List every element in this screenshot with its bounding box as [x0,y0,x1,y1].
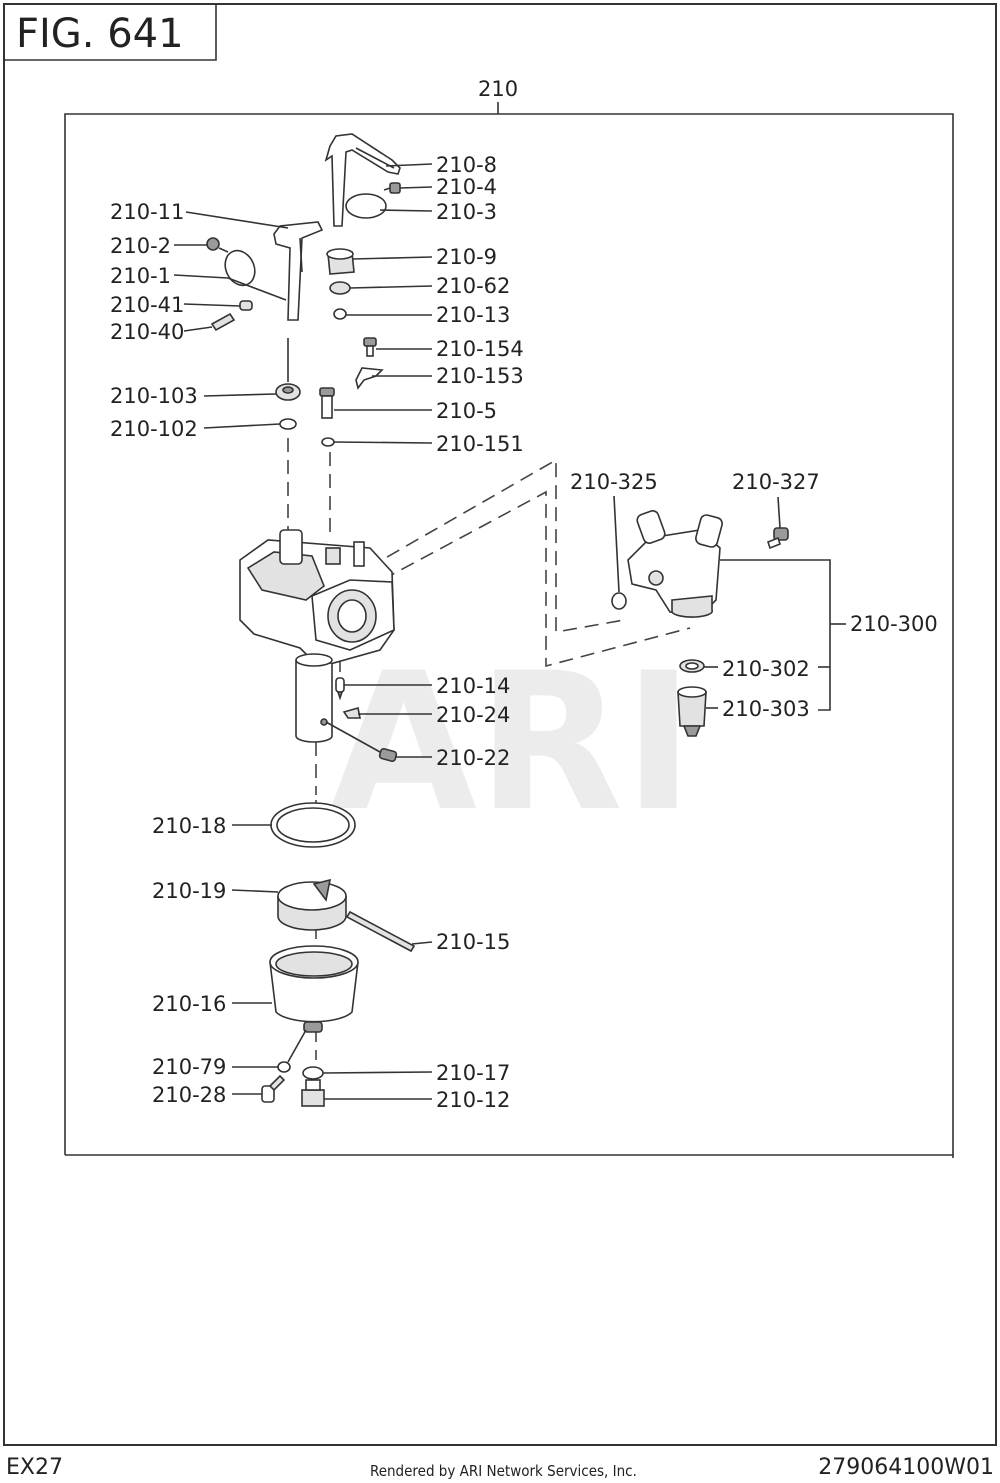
oring-210-102-part [279,418,297,430]
label-210-4[interactable]: 210-4 [436,175,497,199]
label-210-5[interactable]: 210-5 [436,399,497,423]
label-210-12[interactable]: 210-12 [436,1088,510,1112]
jet-210-5-part [319,387,335,419]
solenoid-body-part [627,510,723,618]
part-labels: 210-8 210-4 210-3 210-11 210-2 210-1 210… [110,153,938,1112]
label-210-15[interactable]: 210-15 [436,930,510,954]
figure-title: FIG. 641 [16,11,184,57]
seat-210-103-part [275,383,301,401]
label-210-153[interactable]: 210-153 [436,364,524,388]
label-210-16[interactable]: 210-16 [152,992,226,1016]
label-210-154[interactable]: 210-154 [436,337,524,361]
label-210-40[interactable]: 210-40 [110,320,184,344]
float-210-19-part [277,878,347,931]
watermark: ARI [330,632,694,853]
float-bowl-210-16-part [269,945,359,1033]
throttle-lever-part [324,133,401,227]
assembly-label: 210 [478,77,518,101]
label-210-103[interactable]: 210-103 [110,384,198,408]
credit-line: Rendered by ARI Network Services, Inc. [370,1462,637,1480]
label-210-24[interactable]: 210-24 [436,703,510,727]
label-210-302[interactable]: 210-302 [722,657,810,681]
label-210-151[interactable]: 210-151 [436,432,524,456]
screw-210-327-part [767,527,789,550]
seal-210-62-part [329,281,351,295]
choke-lever-part [273,221,324,321]
screw-210-4-part [383,182,401,194]
label-210-18[interactable]: 210-18 [152,814,226,838]
screw-210-2-part [206,237,229,253]
label-210-303[interactable]: 210-303 [722,697,810,721]
label-210-3[interactable]: 210-3 [436,200,497,224]
label-210-79[interactable]: 210-79 [152,1055,226,1079]
label-210-102[interactable]: 210-102 [110,417,198,441]
model-code: EX27 [6,1455,63,1480]
spring-210-41-part [239,300,253,311]
washer-210-13-part [333,308,347,320]
label-210-17[interactable]: 210-17 [436,1061,510,1085]
label-210-19[interactable]: 210-19 [152,879,226,903]
washer-210-302-part [679,659,705,673]
gasket-210-18-part [270,802,356,848]
assembly-bracket [64,102,954,1158]
label-210-327[interactable]: 210-327 [732,470,820,494]
label-210-11[interactable]: 210-11 [110,200,184,224]
oring-210-151-part [321,437,335,447]
label-210-8[interactable]: 210-8 [436,153,497,177]
page-frame [3,3,997,1446]
bracket-210-153-part [355,367,384,390]
label-210-9[interactable]: 210-9 [436,245,497,269]
label-210-1[interactable]: 210-1 [110,264,171,288]
drawing-number: 279064100W01 [818,1455,994,1480]
spring-210-22-part [378,747,398,763]
label-210-2[interactable]: 210-2 [110,234,171,258]
label-210-13[interactable]: 210-13 [436,303,510,327]
bolt-210-28-part [261,1074,286,1103]
screw-210-40-part [210,312,236,332]
label-210-300[interactable]: 210-300 [850,612,938,636]
float-pin-210-15-part [345,910,416,953]
choke-plate-part [224,249,256,287]
drain-nut-210-12-part [301,1079,325,1107]
oring-210-325-part [611,592,627,610]
label-210-62[interactable]: 210-62 [436,274,510,298]
label-210-22[interactable]: 210-22 [436,746,510,770]
cap-210-9-part [326,248,355,275]
clip-210-24-part [342,706,361,719]
carburetor-body-part [239,529,395,743]
gasket-210-17-part [302,1066,324,1080]
centre-lines [287,338,691,1060]
label-210-28[interactable]: 210-28 [152,1083,226,1107]
label-210-325[interactable]: 210-325 [570,470,658,494]
washer-210-79-part [277,1061,291,1073]
screw-210-154-part [363,337,377,357]
figure-title-box: FIG. 641 [4,4,217,61]
leader-lines [173,163,846,1100]
footer: EX27 Rendered by ARI Network Services, I… [6,1455,994,1480]
throttle-plate-part [345,193,387,219]
label-210-14[interactable]: 210-14 [436,674,510,698]
plug-210-303-part [677,686,707,737]
label-210-41[interactable]: 210-41 [110,293,184,317]
